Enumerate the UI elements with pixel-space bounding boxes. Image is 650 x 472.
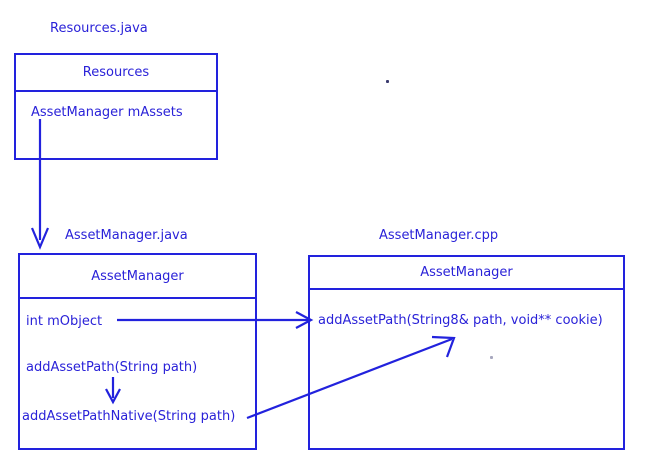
- class-title-row-assetmanager-cpp: AssetManager: [310, 257, 623, 290]
- class-title-assetmanager-cpp: AssetManager: [420, 265, 513, 280]
- class-member-cpp-addassetpath: addAssetPath(String8& path, void** cooki…: [318, 313, 603, 328]
- file-label-resources-java: Resources.java: [50, 21, 148, 36]
- speck-upper-icon: [386, 80, 389, 83]
- class-box-resources[interactable]: Resources AssetManager mAssets: [14, 53, 218, 160]
- class-title-assetmanager-java: AssetManager: [91, 268, 184, 284]
- class-member-int-mobject: int mObject: [26, 314, 103, 329]
- speck-lower-icon: [490, 356, 493, 359]
- class-title-resources: Resources: [82, 65, 150, 80]
- class-member-addassetpathnative: addAssetPathNative(String path): [22, 409, 236, 424]
- class-title-row-resources: Resources: [16, 55, 216, 92]
- file-label-assetmanager-java: AssetManager.java: [65, 228, 188, 243]
- class-box-assetmanager-cpp[interactable]: AssetManager addAssetPath(String8& path,…: [308, 255, 625, 450]
- class-title-row-assetmanager-java: AssetManager: [20, 255, 255, 299]
- file-label-assetmanager-cpp: AssetManager.cpp: [379, 228, 499, 243]
- class-member-addassetpath: addAssetPath(String path): [26, 360, 198, 375]
- class-box-assetmanager-java[interactable]: AssetManager int mObject addAssetPath(St…: [18, 253, 257, 450]
- class-member-resources-massets: AssetManager mAssets: [31, 105, 183, 120]
